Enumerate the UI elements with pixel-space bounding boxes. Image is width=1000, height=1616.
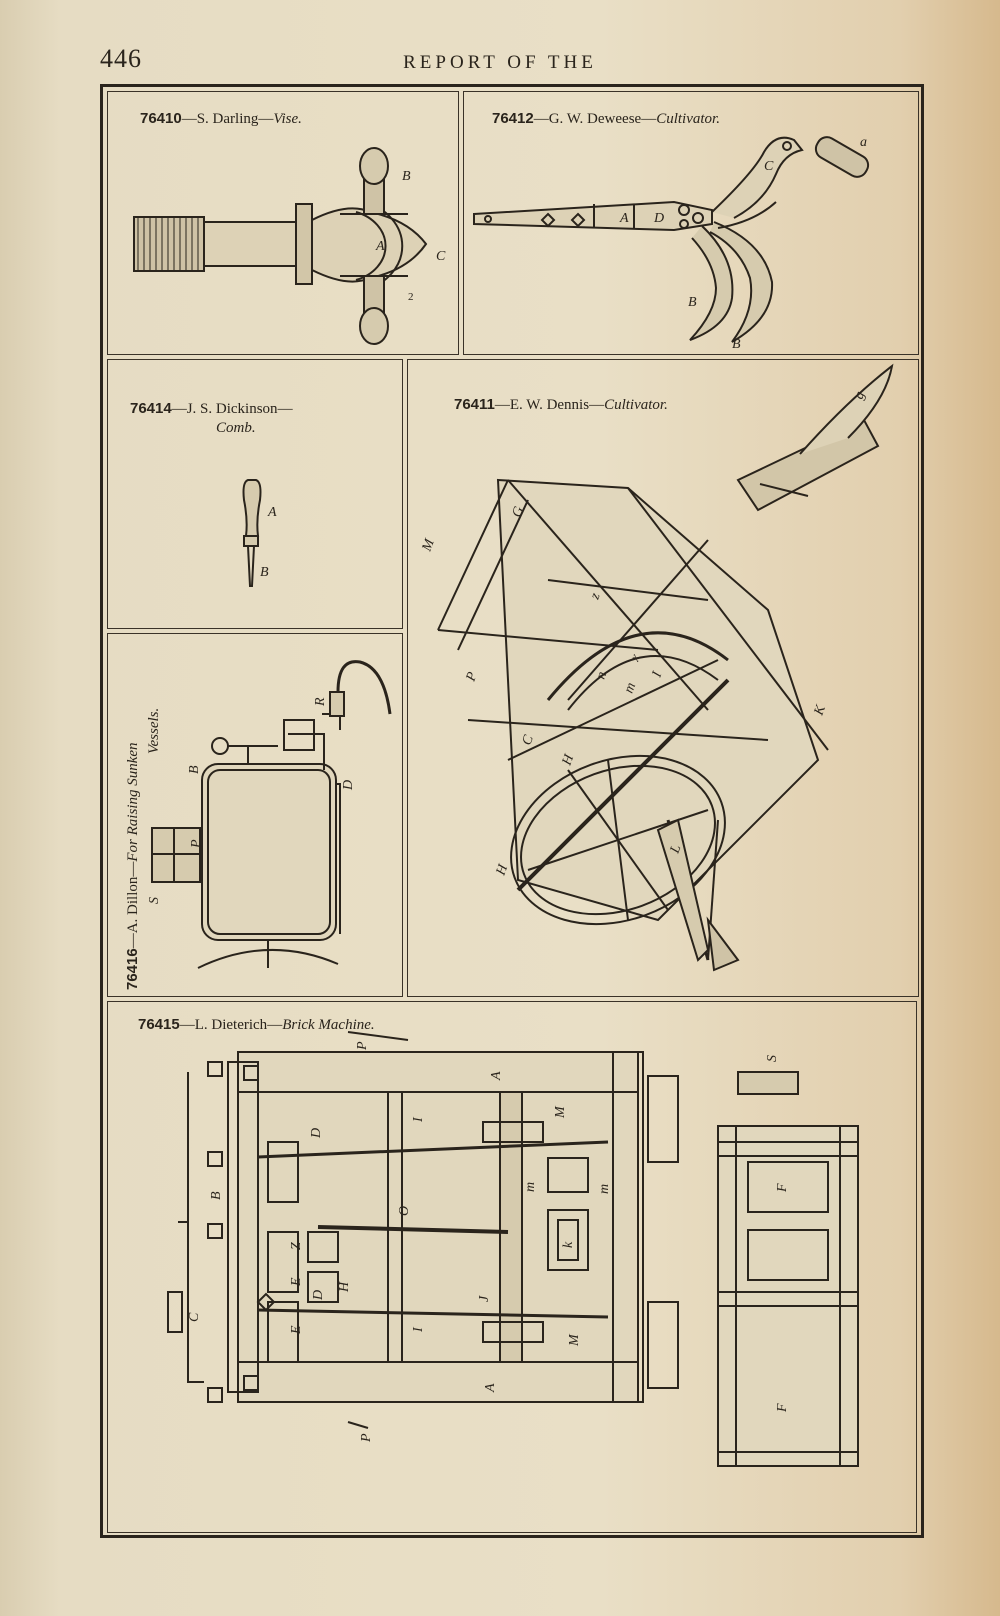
caption-cultivator-deweese: 76412—G. W. Deweese—Cultivator.: [492, 110, 720, 127]
svg-text:m: m: [523, 1182, 538, 1192]
svg-text:k: k: [561, 1241, 576, 1248]
figure-cultivator-dennis: 76411—E. W. Dennis—Cultivator.: [407, 359, 919, 997]
svg-text:D: D: [653, 211, 664, 226]
caption-comb-title: Comb.: [216, 420, 256, 436]
figure-vise: 76410—S. Darling—Vise.: [107, 91, 459, 355]
svg-text:A: A: [489, 1071, 504, 1081]
svg-text:S: S: [147, 897, 162, 904]
svg-text:Z: Z: [289, 1242, 304, 1250]
svg-text:B: B: [732, 337, 741, 352]
brick-machine-drawing: P A I M D B O m m Z k H E D C E J I M A …: [167, 1031, 859, 1467]
svg-text:I: I: [411, 1326, 426, 1333]
svg-text:S: S: [765, 1055, 780, 1062]
svg-text:g: g: [852, 390, 868, 402]
comb-drawing: A B: [242, 479, 277, 587]
raising-vessels-drawing: R B P S D: [147, 660, 392, 969]
caption-comb: 76414—J. S. Dickinson—: [130, 400, 293, 417]
vise-drawing: B A C 2: [133, 147, 446, 345]
svg-text:M: M: [553, 1105, 568, 1119]
svg-text:O: O: [397, 1206, 412, 1216]
svg-text:B: B: [260, 565, 269, 580]
cultivator-deweese-drawing: a C A D B B: [473, 135, 870, 352]
svg-text:F: F: [775, 1403, 790, 1413]
figure-brick-machine: 76415—L. Dieterich—Brick Machine.: [107, 1001, 917, 1533]
svg-text:2: 2: [408, 291, 414, 303]
svg-text:J: J: [477, 1295, 492, 1302]
svg-text:z: z: [587, 591, 603, 603]
svg-text:A: A: [619, 211, 629, 226]
svg-text:M: M: [419, 536, 438, 554]
svg-text:a: a: [860, 135, 867, 150]
svg-text:m: m: [597, 1184, 612, 1194]
svg-text:D: D: [311, 1290, 326, 1301]
svg-text:C: C: [436, 249, 446, 264]
svg-text:m: m: [622, 681, 640, 696]
caption-brick-machine: 76415—L. Dieterich—Brick Machine.: [138, 1016, 375, 1033]
running-head: REPORT OF THE: [403, 52, 597, 73]
svg-text:D: D: [341, 780, 356, 791]
svg-text:P: P: [359, 1433, 374, 1443]
svg-text:I: I: [411, 1116, 426, 1123]
page-number: 446: [100, 44, 142, 73]
svg-text:H: H: [493, 862, 511, 878]
figure-cultivator-deweese: 76412—G. W. Deweese—Cultivator. a C A: [463, 91, 919, 355]
svg-text:A: A: [375, 239, 385, 254]
svg-text:K: K: [811, 703, 829, 718]
svg-text:C: C: [187, 1312, 202, 1322]
svg-text:I: I: [649, 669, 665, 681]
svg-text:A: A: [483, 1383, 498, 1393]
svg-text:P: P: [355, 1041, 370, 1051]
svg-text:C: C: [764, 159, 774, 174]
figure-raising-vessels: 76416—A. Dillon—For Raising Sunken Vesse…: [107, 633, 403, 997]
plate-frame: 76410—S. Darling—Vise.: [100, 84, 924, 1538]
caption-vise: 76410—S. Darling—Vise.: [140, 110, 302, 127]
figure-comb: 76414—J. S. Dickinson— Comb. A B: [107, 359, 403, 629]
cultivator-dennis-drawing: g G M z x P n m I C H L K H: [419, 363, 894, 972]
svg-text:P: P: [189, 839, 204, 849]
svg-text:B: B: [209, 1191, 224, 1200]
svg-text:B: B: [688, 295, 697, 310]
svg-text:D: D: [309, 1128, 324, 1139]
svg-text:R: R: [313, 697, 328, 707]
svg-text:A: A: [267, 505, 277, 520]
svg-text:M: M: [567, 1333, 582, 1347]
svg-text:E: E: [289, 1277, 304, 1287]
svg-text:E: E: [289, 1325, 304, 1335]
svg-text:P: P: [463, 670, 481, 685]
svg-text:B: B: [187, 765, 202, 774]
caption-cultivator-dennis: 76411—E. W. Dennis—Cultivator.: [454, 396, 668, 413]
svg-text:n: n: [594, 670, 610, 682]
svg-text:G: G: [510, 505, 528, 520]
svg-text:F: F: [775, 1183, 790, 1193]
svg-text:B: B: [402, 169, 411, 184]
svg-text:H: H: [337, 1281, 352, 1293]
